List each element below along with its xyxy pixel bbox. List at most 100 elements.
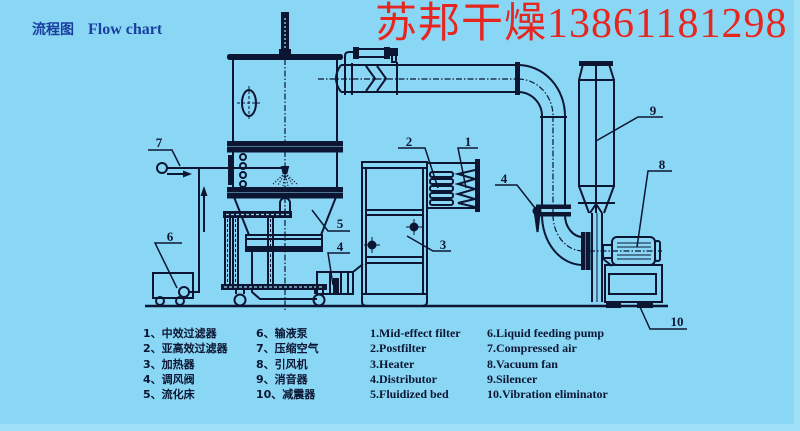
silencer-bottom-taper — [578, 185, 590, 214]
feed-pipe — [189, 168, 200, 293]
legend-item: 4.Distributor — [370, 371, 437, 386]
air-damper-box — [316, 263, 364, 295]
air-inlet-icon — [156, 162, 168, 174]
fluidized-bed-dryer — [227, 12, 343, 312]
leader-4-bed — [327, 252, 350, 286]
flow-chevron-icon — [365, 65, 377, 92]
nozzle-body — [280, 166, 290, 174]
port-circle — [239, 153, 247, 161]
postfilter-panel — [429, 192, 454, 199]
top-plate — [227, 54, 343, 60]
duct-damper-valve — [532, 206, 542, 233]
rod-cap — [281, 12, 289, 16]
leader-2 — [398, 147, 439, 189]
leader-10 — [639, 306, 687, 330]
legend-item: 8.Vacuum fan — [487, 356, 558, 371]
bed-plate-base — [245, 246, 323, 252]
postfilter — [429, 171, 454, 206]
callout-7: 7 — [156, 135, 163, 150]
silencer-bottom-taper — [603, 185, 615, 214]
brand-phone-text: 苏邦干燥13861181298 — [375, 1, 788, 47]
legend-item: 3.Heater — [370, 356, 415, 371]
fan-inlet-flange — [581, 232, 586, 270]
legend-en-col1: 1.Mid-effect filter 2.Postfilter 3.Heate… — [370, 326, 461, 403]
filter-box-end — [475, 159, 480, 212]
legend-item: 5.Fluidized bed — [370, 387, 449, 402]
callout-3: 3 — [440, 237, 447, 252]
cylinder-valve-stem — [391, 54, 397, 63]
leader-6 — [153, 242, 182, 289]
legend-zh-col1: 1、中效过滤器 2、亚高效过滤器 3、加热器 4、调风阀 5、流化床 — [143, 327, 228, 403]
pump-icon — [178, 286, 190, 298]
legend-item: 9.Silencer — [487, 371, 538, 386]
callout-2: 2 — [406, 134, 413, 149]
arrow-up-icon — [200, 186, 208, 196]
heater-leg — [420, 294, 428, 307]
fan-housing-panel — [608, 273, 657, 295]
elbow-outer — [517, 64, 566, 117]
wheel-icon — [233, 293, 247, 307]
leader-9 — [595, 116, 663, 142]
cylinder-body — [354, 48, 389, 58]
vibration-eliminator-pad — [637, 301, 653, 308]
callout-9: 9 — [650, 103, 657, 118]
frame-edge-bottom — [0, 424, 800, 431]
legend-item: 2.Postfilter — [370, 341, 427, 356]
port-circles — [239, 153, 247, 188]
callout-8: 8 — [659, 157, 666, 172]
callout-6: 6 — [167, 229, 174, 244]
support-frame — [221, 211, 327, 307]
callout-1: 1 — [465, 134, 472, 149]
title-en: Flow chart — [88, 21, 163, 38]
legend-item: 6.Liquid feeding pump — [487, 326, 605, 340]
legend-item: 5、流化床 — [143, 388, 195, 402]
callout-5: 5 — [337, 216, 344, 231]
damper-housing — [316, 271, 354, 295]
liquid-feeding-pump — [152, 272, 194, 306]
legend-item: 10、减震器 — [256, 388, 316, 402]
silencer-top-taper — [578, 63, 584, 81]
heater-leg — [361, 294, 369, 307]
flow-chevron-icon — [376, 65, 388, 92]
elbow-inner — [517, 91, 543, 117]
legend-item: 7、压缩空气 — [256, 342, 319, 356]
sampling-rod — [279, 12, 291, 57]
legend-item: 4、调风阀 — [143, 372, 195, 386]
callout-leaders — [148, 116, 687, 330]
heater-outer — [361, 161, 428, 295]
upper-flange-2 — [227, 147, 343, 153]
filter-box — [427, 159, 480, 212]
compressed-air-inlet — [156, 162, 229, 178]
lower-flange-1 — [227, 187, 343, 193]
exhaust-duct — [318, 62, 591, 270]
postfilter-panel — [429, 185, 454, 192]
leader-8 — [636, 170, 672, 248]
inlet-flange-bar — [228, 155, 234, 185]
air-chamber — [251, 251, 317, 300]
leader-5 — [311, 209, 350, 232]
mid-effect-filter — [454, 169, 479, 208]
legend-item: 10.Vibration eliminator — [487, 387, 608, 402]
lower-elbow-inner — [564, 214, 584, 238]
legend-item: 1.Mid-effect filter — [370, 326, 461, 340]
spray-jet — [284, 172, 289, 187]
callout-4-bed: 4 — [337, 239, 344, 254]
arrow-right-icon — [183, 170, 192, 178]
callout-4-duct: 4 — [501, 171, 508, 186]
legend-item: 1、中效过滤器 — [143, 327, 217, 340]
frame-edge-right — [794, 0, 800, 431]
legend-zh-col2: 6、输液泵 7、压缩空气 8、引风机 9、消音器 10、减震器 — [256, 327, 319, 403]
spray-jet — [284, 172, 294, 186]
fan-volute — [601, 257, 613, 267]
wheel-icon — [175, 296, 185, 306]
cylinder-cap — [384, 47, 390, 59]
legend-item: 6、输液泵 — [256, 327, 308, 340]
wheel-bracket — [235, 289, 245, 294]
heater-element-icon — [406, 219, 422, 235]
leader-7 — [148, 149, 181, 167]
cylinder-pipe — [344, 51, 355, 63]
legend-item: 8、引风机 — [256, 357, 308, 371]
spray-jet — [277, 172, 286, 186]
spray-jet — [282, 172, 286, 187]
